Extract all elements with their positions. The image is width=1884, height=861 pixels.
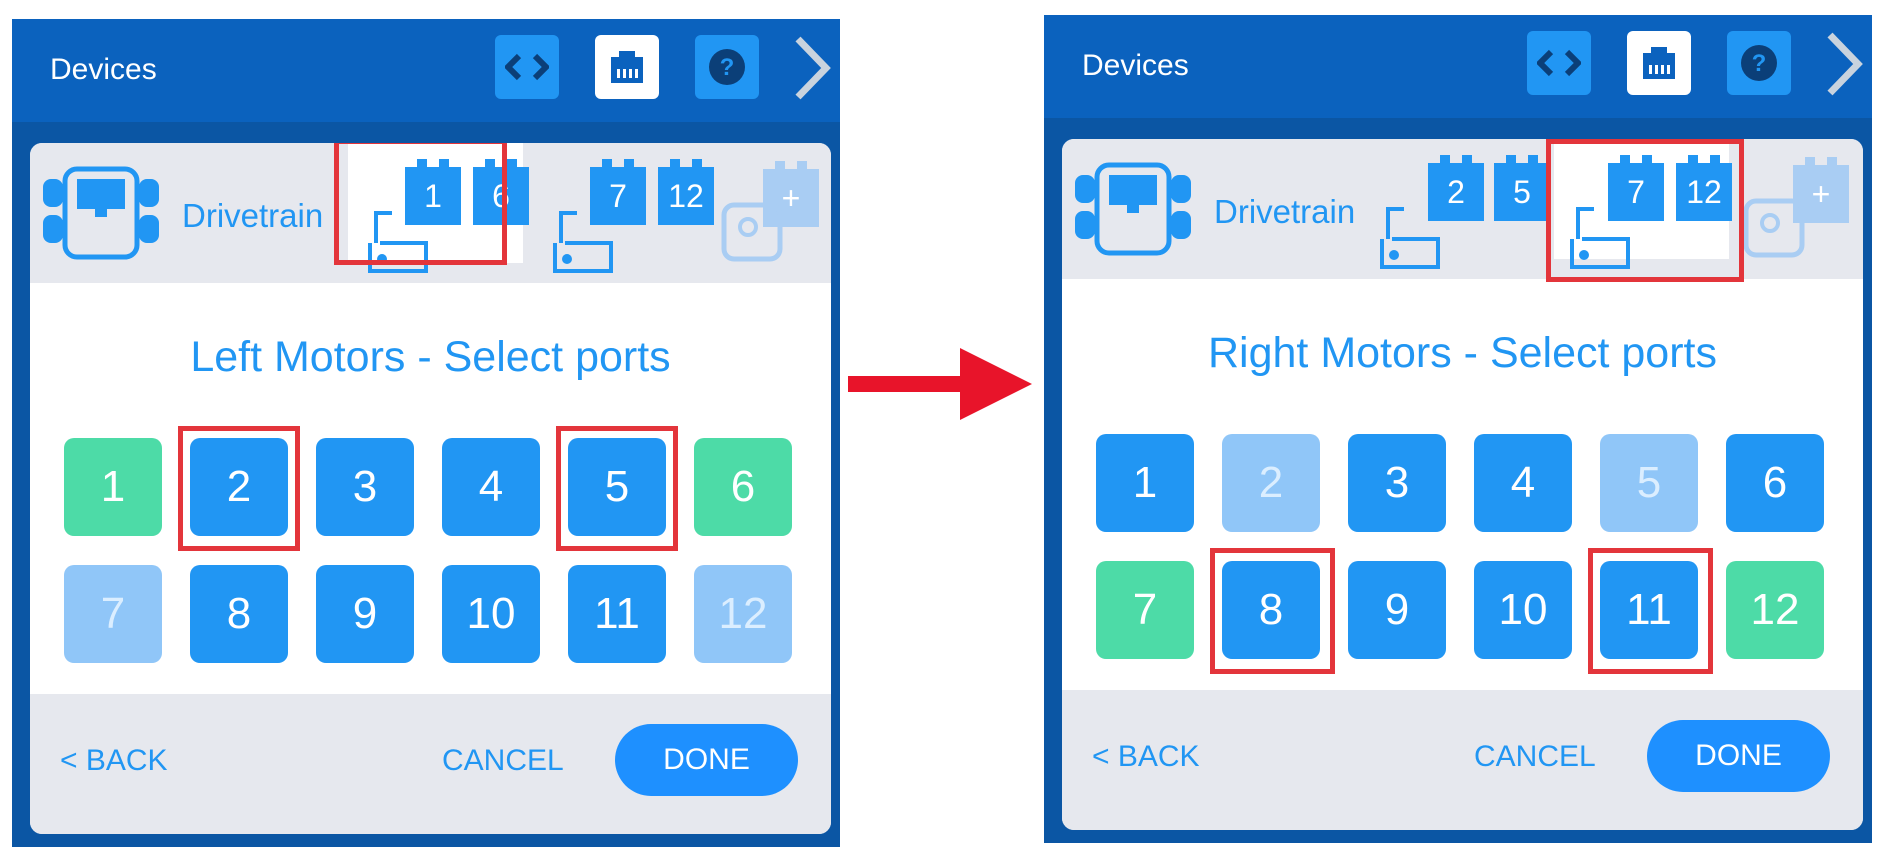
port-button-2[interactable]: 2	[190, 438, 288, 536]
highlight-port-2	[178, 426, 300, 551]
port-button-9[interactable]: 9	[316, 565, 414, 663]
svg-text:?: ?	[1752, 50, 1767, 77]
arrow-right-icon	[848, 348, 1032, 420]
motor-port-chip: 12	[658, 159, 714, 225]
port-button-4[interactable]: 4	[1474, 434, 1572, 532]
port-button-4[interactable]: 4	[442, 438, 540, 536]
motor-icon	[1570, 207, 1630, 269]
cancel-button[interactable]: CANCEL	[1474, 740, 1596, 773]
port-button-5[interactable]: 5	[568, 438, 666, 536]
port-button-11[interactable]: 11	[1600, 561, 1698, 659]
port-button-12[interactable]: 12	[1726, 561, 1824, 659]
port-button-9[interactable]: 9	[1348, 561, 1446, 659]
port-button-2[interactable]: 2	[1222, 434, 1320, 532]
motor-port-chip: 12	[1676, 155, 1732, 221]
device-port-icon	[611, 51, 643, 83]
device-config-card: Drivetrain 1 6 7 12 + Left Motors - Sele…	[30, 143, 831, 834]
top-bar: Devices ?	[1044, 15, 1872, 118]
help-icon: ?	[709, 49, 745, 85]
top-bar: Devices ?	[12, 19, 840, 122]
highlight-port-11	[1588, 548, 1713, 674]
done-button[interactable]: DONE	[615, 724, 798, 796]
drivetrain-icon[interactable]	[1075, 161, 1191, 257]
select-ports-heading: Right Motors - Select ports	[1207, 329, 1717, 377]
code-icon	[505, 53, 549, 81]
motor-icon	[553, 211, 613, 273]
add-device-slot[interactable]: +	[1742, 139, 1862, 259]
port-button-3[interactable]: 3	[1348, 434, 1446, 532]
drivetrain-icon[interactable]	[43, 165, 159, 261]
select-ports-heading: Left Motors - Select ports	[190, 333, 671, 381]
devices-title: Devices	[50, 53, 157, 86]
add-device-slot[interactable]: +	[720, 143, 831, 263]
svg-text:?: ?	[720, 54, 735, 81]
motor-port-chip: 5	[1494, 155, 1550, 221]
footer: < BACK CANCEL DONE	[30, 694, 831, 834]
device-strip: Drivetrain 2 5 7 12 +	[1062, 139, 1863, 279]
back-button[interactable]: < BACK	[60, 744, 168, 777]
motor-port-chip: 2	[1428, 155, 1484, 221]
add-device-icon	[1743, 198, 1805, 258]
code-button[interactable]	[1527, 31, 1591, 95]
drivetrain-label: Drivetrain	[1214, 193, 1356, 230]
right-motor-group[interactable]: 7 12	[1554, 139, 1732, 269]
add-device-chip: +	[763, 161, 819, 227]
left-motor-group[interactable]: 2 5	[1372, 139, 1550, 269]
device-config-card: Drivetrain 2 5 7 12 + Right Motors - Sel…	[1062, 139, 1863, 830]
port-button-10[interactable]: 10	[1474, 561, 1572, 659]
add-device-icon	[721, 202, 783, 262]
left-panel: Devices ? Drivetrain 1 6	[12, 19, 840, 847]
device-strip: Drivetrain 1 6 7 12 +	[30, 143, 831, 283]
devices-title: Devices	[1082, 49, 1189, 82]
chevron-right-icon[interactable]	[790, 33, 834, 103]
port-button-10[interactable]: 10	[442, 565, 540, 663]
right-motor-group[interactable]: 7 12	[545, 143, 720, 273]
port-button-3[interactable]: 3	[316, 438, 414, 536]
highlight-left-motors	[334, 143, 507, 265]
port-button-11[interactable]: 11	[568, 565, 666, 663]
port-button-8[interactable]: 8	[190, 565, 288, 663]
left-motor-group[interactable]: 1 6	[348, 143, 529, 273]
port-button-6[interactable]: 6	[694, 438, 792, 536]
motor-port-chip: 1	[405, 159, 461, 225]
help-button[interactable]: ?	[1727, 31, 1791, 95]
device-port-icon	[1643, 47, 1675, 79]
motor-port-chip: 7	[590, 159, 646, 225]
code-icon	[1537, 49, 1581, 77]
cancel-button[interactable]: CANCEL	[442, 744, 564, 777]
chevron-right-icon[interactable]	[1822, 29, 1866, 99]
port-button-5[interactable]: 5	[1600, 434, 1698, 532]
help-icon: ?	[1741, 45, 1777, 81]
right-panel: Devices ? Drivetrain 2 5	[1044, 15, 1872, 843]
port-button-6[interactable]: 6	[1726, 434, 1824, 532]
code-button[interactable]	[495, 35, 559, 99]
port-button-8[interactable]: 8	[1222, 561, 1320, 659]
devices-button[interactable]	[1627, 31, 1691, 95]
drivetrain-label: Drivetrain	[182, 197, 324, 234]
highlight-port-5	[556, 426, 678, 551]
motor-icon	[1380, 207, 1440, 269]
port-button-7[interactable]: 7	[1096, 561, 1194, 659]
motor-port-chip: 7	[1608, 155, 1664, 221]
port-button-7[interactable]: 7	[64, 565, 162, 663]
port-button-1[interactable]: 1	[1096, 434, 1194, 532]
devices-button[interactable]	[595, 35, 659, 99]
back-button[interactable]: < BACK	[1092, 740, 1200, 773]
highlight-right-motors	[1546, 139, 1744, 282]
done-button[interactable]: DONE	[1647, 720, 1830, 792]
help-button[interactable]: ?	[695, 35, 759, 99]
footer: < BACK CANCEL DONE	[1062, 690, 1863, 830]
port-button-1[interactable]: 1	[64, 438, 162, 536]
port-button-12[interactable]: 12	[694, 565, 792, 663]
highlight-port-8	[1210, 548, 1335, 674]
